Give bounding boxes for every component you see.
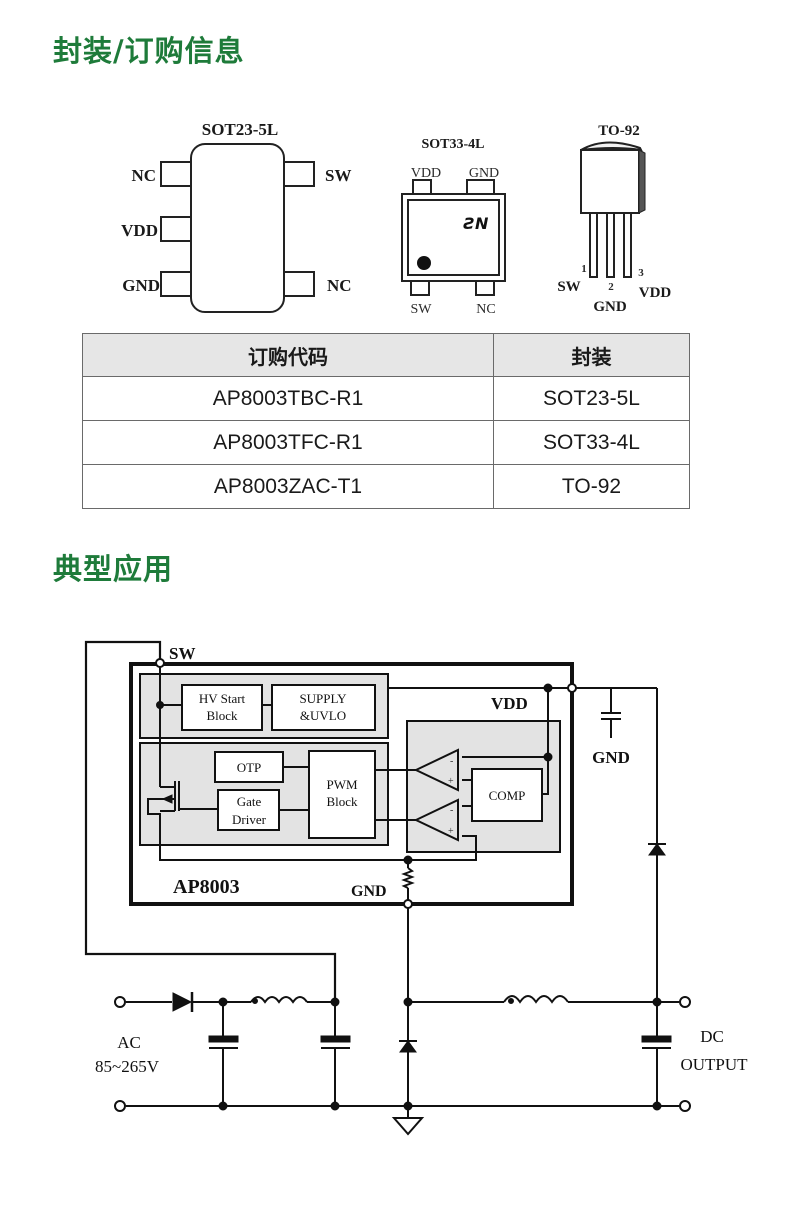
vdd-pin-label: VDD [491, 694, 528, 713]
pin-label: SW [411, 302, 433, 317]
svg-text:-: - [450, 756, 453, 767]
sot23-package: SOT23-5L NC VDD GND SW NC [121, 120, 352, 313]
vdd-cap-gnd-label: GND [592, 748, 630, 767]
pin-label: NC [131, 166, 156, 185]
header-order-code: 订购代码 [82, 333, 494, 377]
ac-input-terminal [114, 1100, 126, 1112]
pin-label: GND [122, 276, 160, 295]
package-diagrams: SOT23-5L NC VDD GND SW NC SOT33-4L VDD G… [121, 120, 671, 317]
pin-label: GND [593, 299, 627, 315]
pin-label: NC [476, 302, 495, 317]
supply-uvlo-block-line2: &UVLO [300, 708, 346, 723]
pin-number: 2 [608, 281, 614, 293]
dc-output-terminal [679, 1100, 691, 1112]
svg-text:+: + [448, 776, 454, 787]
chip-name: AP8003 [173, 876, 240, 898]
pin-number: 3 [638, 267, 644, 279]
svg-text:+: + [448, 826, 454, 837]
dc-output-terminal [679, 996, 691, 1008]
pin-nc-right [283, 271, 315, 297]
order-code-cell: AP8003ZAC-T1 [82, 464, 494, 509]
order-code-cell: AP8003TBC-R1 [82, 376, 494, 421]
table-header-row: 订购代码 封装 [82, 333, 690, 377]
package-cell: TO-92 [493, 464, 690, 509]
pin-label: SW [325, 166, 351, 185]
table-row: AP8003TFC-R1 SOT33-4L [82, 420, 690, 465]
pin-label: SW [557, 279, 580, 295]
packaging-ordering-title: 封装/订购信息 [53, 34, 245, 68]
to92-package: TO-92 1 2 3 SW GND VDD [557, 123, 671, 315]
application-schematic: - + - + SW VDD GND GND AP8003 HV Start Blo… [84, 640, 748, 1136]
package-cell: SOT33-4L [493, 420, 690, 465]
sot33-name: SOT33-4L [421, 137, 484, 152]
sot33-package: SOT33-4L VDD GND ƧN SW NC [401, 137, 506, 317]
svg-text:-: - [450, 805, 453, 816]
comp-block: COMP [489, 788, 526, 803]
gnd-pin-label: GND [351, 883, 387, 900]
table-row: AP8003ZAC-T1 TO-92 [82, 464, 690, 509]
ac-input-terminal [114, 996, 126, 1008]
pin-label: GND [469, 166, 499, 181]
ordering-table: 订购代码 封装 AP8003TBC-R1 SOT23-5L AP8003TFC-… [82, 333, 690, 509]
dc-output-label: DC [700, 1027, 724, 1046]
pin-sw [283, 161, 315, 187]
gate-driver-block-line2: Driver [232, 812, 267, 827]
to92-name: TO-92 [598, 123, 639, 139]
order-code-cell: AP8003TFC-R1 [82, 420, 494, 465]
dc-output-label-line2: OUTPUT [680, 1055, 748, 1074]
gate-driver-block: Gate [237, 794, 262, 809]
package-cell: SOT23-5L [493, 376, 690, 421]
typical-application-title: 典型应用 [53, 552, 174, 586]
sw-pin-label: SW [169, 644, 195, 663]
pin-label: VDD [639, 285, 672, 301]
pin-label: VDD [411, 166, 441, 181]
ac-voltage-label: 85~265V [95, 1057, 160, 1076]
pin1-dot [417, 256, 431, 270]
pin-gnd [160, 271, 192, 297]
pin-label: VDD [121, 221, 158, 240]
hv-start-block-line2: Block [206, 708, 238, 723]
hv-start-block: HV Start [199, 691, 246, 706]
pwm-block: PWM [326, 777, 358, 792]
header-package: 封装 [493, 333, 690, 377]
pwm-block-line2: Block [326, 794, 358, 809]
logo-icon: ƧN [463, 214, 490, 233]
otp-block: OTP [237, 760, 262, 775]
pin-vdd [160, 216, 192, 242]
pin-nc-left [160, 161, 192, 187]
pin-label: NC [327, 276, 352, 295]
ac-input-label: AC [117, 1033, 141, 1052]
sot23-name: SOT23-5L [202, 120, 279, 139]
supply-uvlo-block: SUPPLY [299, 691, 347, 706]
table-row: AP8003TBC-R1 SOT23-5L [82, 376, 690, 421]
pin-number: 1 [581, 263, 587, 275]
